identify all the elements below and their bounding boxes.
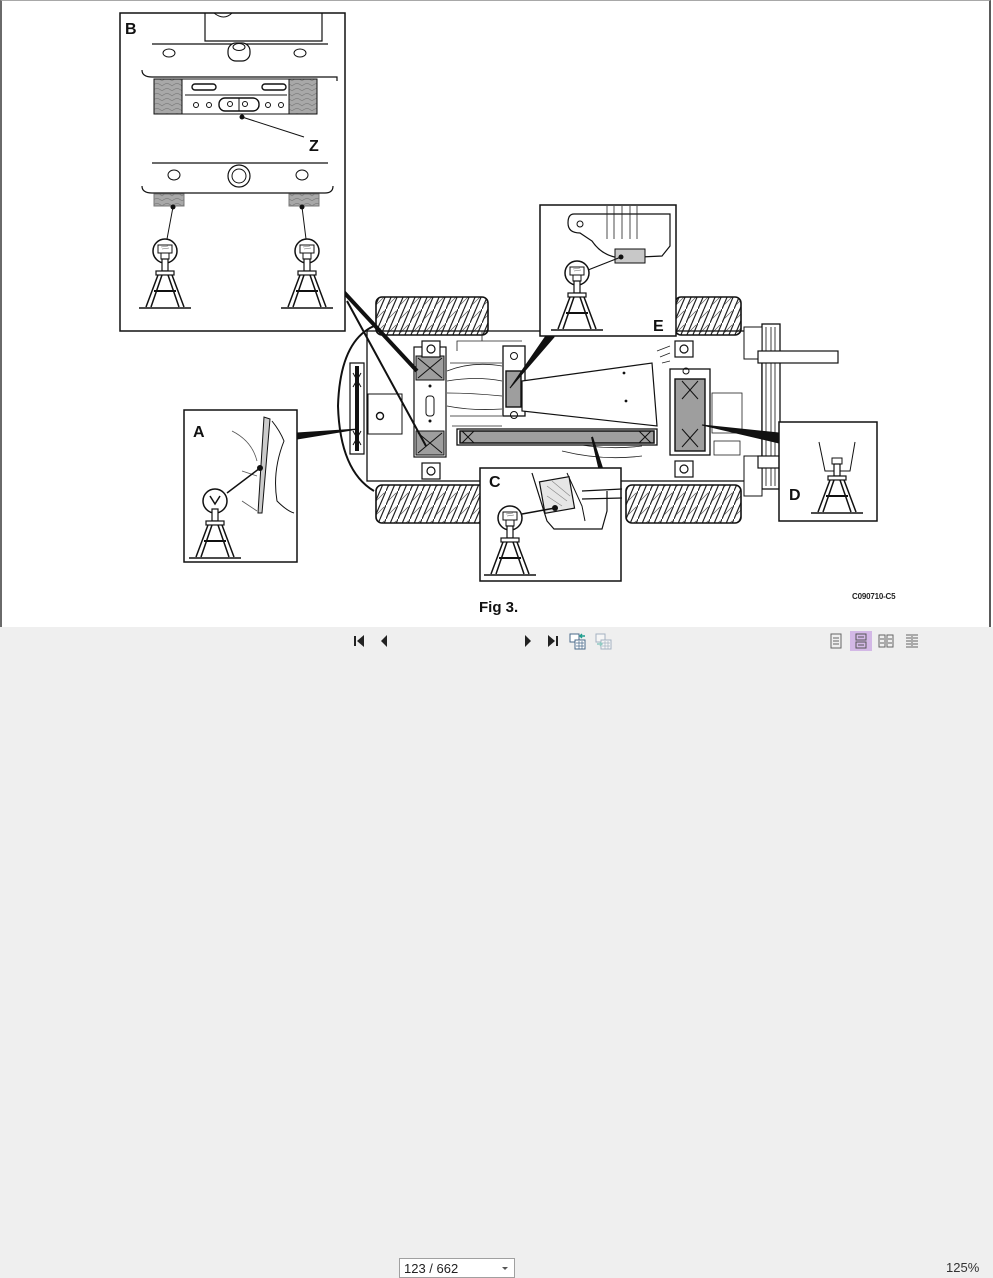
detail-c: C <box>479 467 623 582</box>
figure-code: C090710-C5 <box>852 592 896 601</box>
document-page: Z B <box>0 0 991 627</box>
document-viewer[interactable]: Z B <box>0 0 993 627</box>
zoom-level[interactable]: 125% <box>946 1260 980 1275</box>
first-page-button[interactable] <box>350 631 370 651</box>
callout-label-d: D <box>789 487 801 504</box>
detail-b: Z B <box>119 12 346 332</box>
view-mode-two-page[interactable] <box>876 631 896 651</box>
technical-illustration: Z B <box>119 12 878 582</box>
view-mode-two-page-continuous[interactable] <box>902 631 922 651</box>
view-mode-single-page[interactable] <box>826 631 846 651</box>
callout-label-a: A <box>193 424 205 441</box>
last-page-icon <box>548 635 558 647</box>
callout-label-e: E <box>653 318 664 335</box>
single-page-icon <box>830 633 842 649</box>
page-number-selector[interactable]: 123 / 662 <box>399 1258 515 1278</box>
figure-caption: Fig 3. <box>479 599 519 616</box>
first-page-icon <box>354 635 364 647</box>
previous-view-icon <box>569 633 586 650</box>
detail-a: A <box>183 409 298 563</box>
callout-label-z: Z <box>309 138 319 155</box>
callout-label-b: B <box>125 21 137 38</box>
navigation-toolbar: 123 / 662 125% <box>0 627 993 1278</box>
callout-label-c: C <box>489 474 501 491</box>
next-page-icon <box>525 635 531 647</box>
page-indicator: 123 / 662 <box>404 1260 459 1276</box>
detail-e: E <box>539 204 677 337</box>
two-page-icon <box>878 634 894 648</box>
chevron-down-icon <box>502 1267 508 1270</box>
previous-page-button[interactable] <box>374 631 394 651</box>
two-page-continuous-icon <box>906 634 918 648</box>
last-page-button[interactable] <box>542 631 562 651</box>
next-view-button[interactable] <box>593 631 615 651</box>
previous-view-button[interactable] <box>567 631 589 651</box>
next-view-icon <box>595 633 612 650</box>
continuous-page-icon <box>855 633 867 649</box>
previous-page-icon <box>381 635 387 647</box>
view-mode-continuous[interactable] <box>850 631 872 651</box>
next-page-button[interactable] <box>518 631 538 651</box>
detail-d: D <box>778 421 878 522</box>
